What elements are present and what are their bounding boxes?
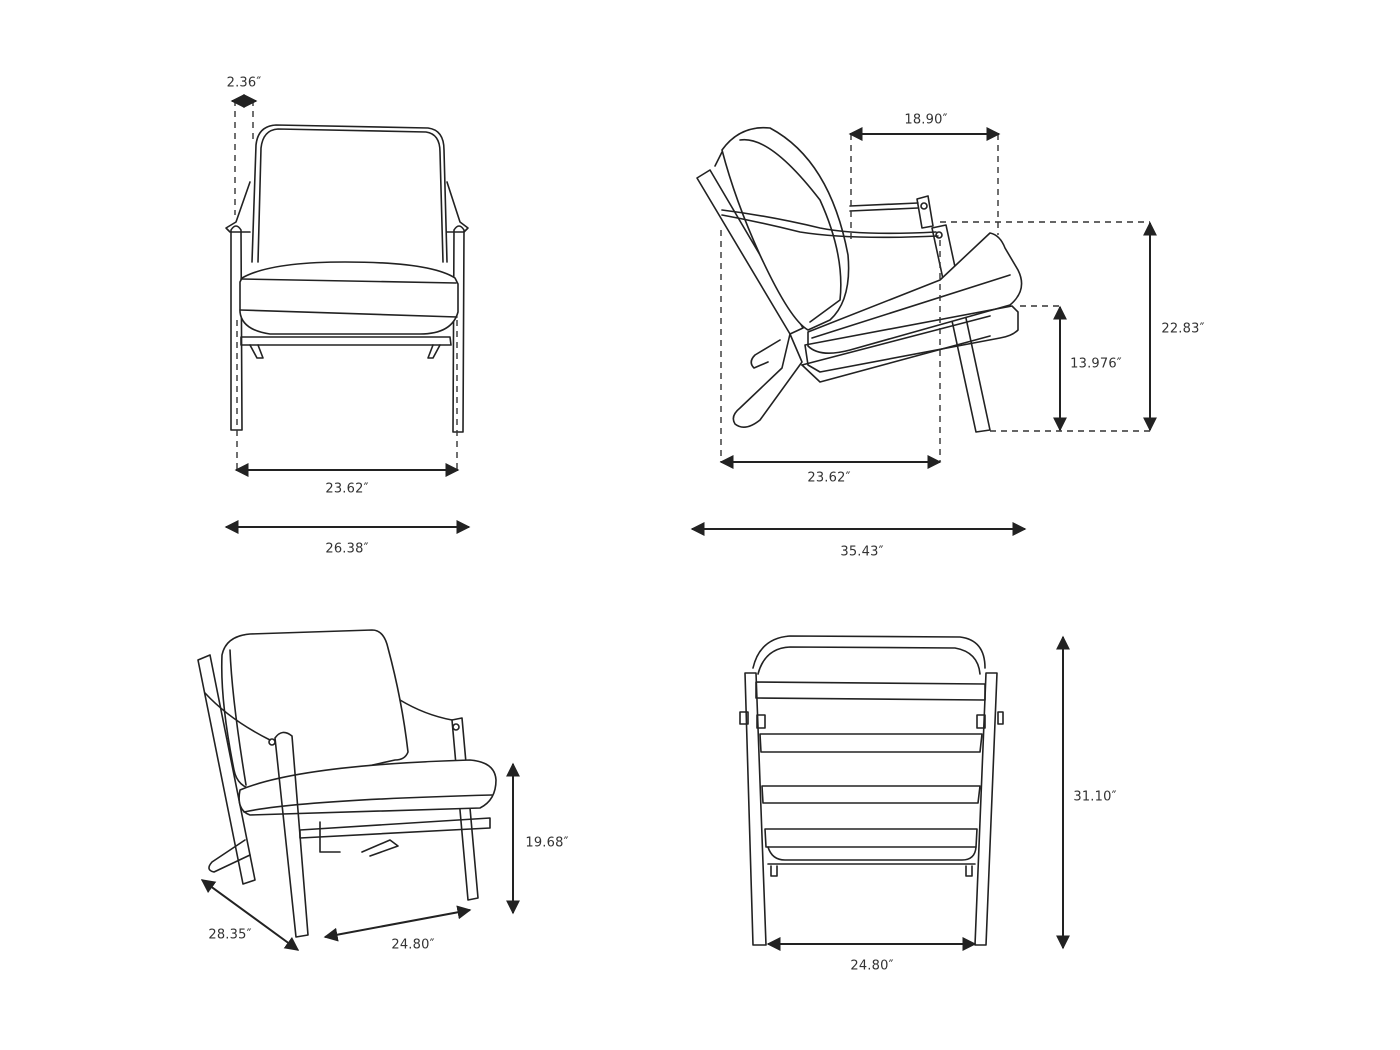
perspective-view: [197, 629, 520, 951]
label-seat-top-height: 19.68″: [525, 835, 569, 851]
dim-diagonal-depth: [200, 879, 300, 951]
label-overall-depth: 35.43″: [840, 544, 884, 560]
label-front-seat-width: 23.62″: [325, 481, 369, 497]
dim-perspective-leg-span: [323, 905, 472, 942]
back-view: [739, 635, 1070, 951]
label-arm-height: 22.83″: [1161, 321, 1205, 337]
label-seat-height: 13.976″: [1070, 356, 1122, 372]
side-view: [690, 126, 1157, 536]
label-arm-width: 2.36″: [226, 75, 262, 91]
label-diagonal-depth: 28.35″: [208, 927, 252, 943]
label-base-depth: 23.62″: [807, 470, 851, 486]
label-overall-width: 26.38″: [325, 541, 369, 557]
label-perspective-leg-span: 24.80″: [391, 937, 435, 953]
front-view: [224, 94, 471, 534]
label-seat-depth: 18.90″: [904, 112, 948, 128]
label-overall-height: 31.10″: [1073, 789, 1117, 805]
label-back-leg-span: 24.80″: [850, 958, 894, 974]
